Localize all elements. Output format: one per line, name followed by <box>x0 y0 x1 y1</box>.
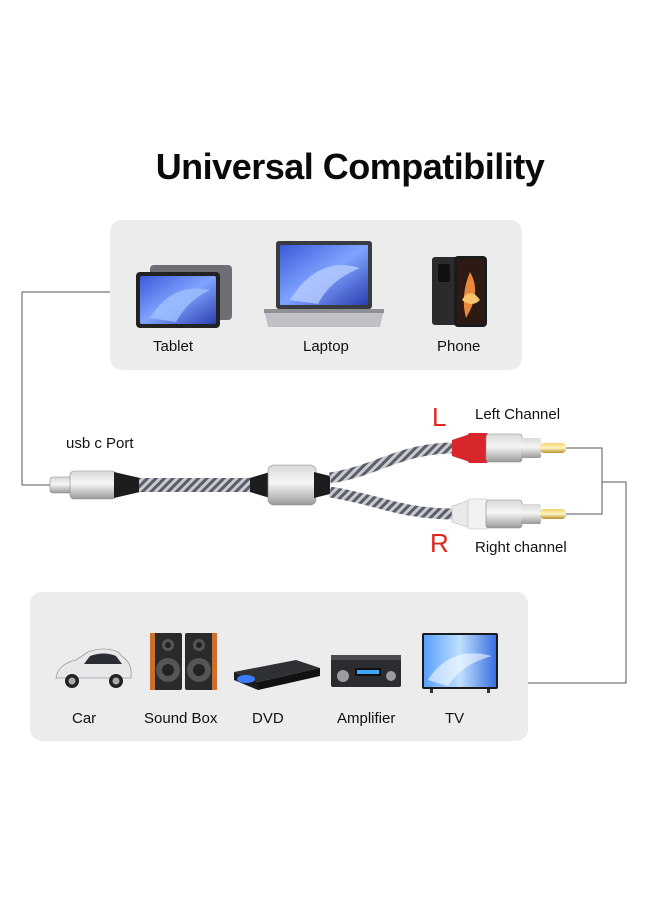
amplifier-icon <box>331 655 401 687</box>
rca-left-plug <box>452 433 566 463</box>
car-icon <box>55 648 132 688</box>
splitter-hub <box>250 464 330 506</box>
right-channel-letter: R <box>430 528 449 558</box>
tv-icon <box>422 633 498 693</box>
tv-label: TV <box>445 710 465 727</box>
right-cable <box>329 486 456 520</box>
left-channel-letter: L <box>432 402 447 432</box>
laptop-label: Laptop <box>303 338 349 355</box>
page-title: Universal Compatibility <box>155 146 545 187</box>
right-channel-label: Right channel <box>475 539 567 556</box>
connector-lines <box>21 291 627 684</box>
rca-right-plug <box>451 498 566 530</box>
sound-box-label: Sound Box <box>144 710 218 727</box>
laptop-icon <box>264 241 384 327</box>
tablet-label: Tablet <box>153 338 194 355</box>
car-label: Car <box>72 710 97 727</box>
amplifier-label: Amplifier <box>337 710 396 727</box>
main-cable <box>139 478 251 492</box>
left-channel-label: Left Channel <box>475 406 561 423</box>
usb-c-connector <box>49 470 140 500</box>
left-cable <box>329 442 456 484</box>
phone-icon <box>432 256 487 327</box>
dvd-player-icon <box>234 660 320 690</box>
speaker-icon <box>150 633 217 690</box>
usb-c-port-label: usb c Port <box>66 435 134 452</box>
phone-label: Phone <box>437 338 481 355</box>
tablet-icon <box>136 265 232 328</box>
dvd-label: DVD <box>252 710 284 727</box>
